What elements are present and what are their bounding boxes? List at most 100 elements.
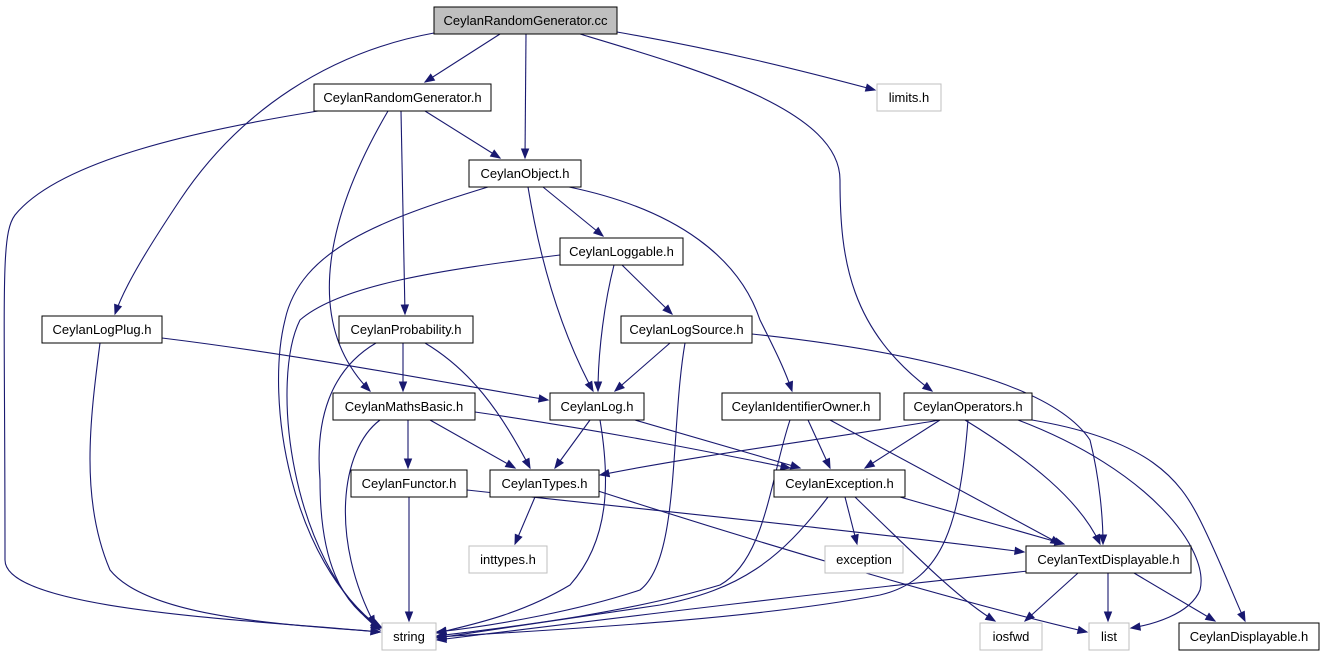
- arrowhead: [1103, 611, 1113, 623]
- arrowhead: [521, 457, 531, 470]
- arrowhead: [1129, 622, 1142, 631]
- node-box: [489, 469, 600, 498]
- node-box: [824, 545, 904, 574]
- edge-exc-to-iosfwd: [854, 496, 997, 622]
- arrowhead: [863, 459, 876, 469]
- node-loggable[interactable]: CeylanLoggable.h: [559, 237, 684, 266]
- node-label: inttypes.h: [480, 552, 536, 567]
- edge-ops-to-types: [598, 419, 941, 478]
- node-obj[interactable]: CeylanObject.h: [468, 159, 582, 188]
- node-box: [468, 159, 582, 188]
- node-root: CeylanRandomGenerator.cc: [433, 6, 618, 35]
- edge-textdisp-to-disp: [1133, 572, 1217, 622]
- node-log[interactable]: CeylanLog.h: [549, 392, 645, 421]
- edge-rgh-to-obj: [424, 110, 502, 159]
- arrowhead: [554, 457, 565, 470]
- arrowhead: [1098, 534, 1108, 546]
- arrowhead: [489, 149, 502, 159]
- edge-logplug-to-string: [89, 342, 382, 636]
- edge-loggable-to-log: [593, 264, 615, 393]
- node-textdisp[interactable]: CeylanTextDisplayable.h: [1025, 545, 1192, 574]
- node-label: CeylanObject.h: [481, 166, 570, 181]
- node-box: [433, 6, 618, 35]
- node-logsrc[interactable]: CeylanLogSource.h: [620, 315, 753, 344]
- node-exc[interactable]: CeylanException.h: [773, 469, 906, 498]
- edge-line: [1133, 572, 1216, 622]
- node-idown[interactable]: CeylanIdentifierOwner.h: [721, 392, 881, 421]
- edge-line: [751, 333, 1104, 545]
- arrowhead: [598, 468, 611, 478]
- edge-textdisp-to-string: [435, 570, 1029, 644]
- node-label: exception: [836, 552, 892, 567]
- edge-line: [899, 496, 1065, 545]
- node-limits: limits.h: [876, 83, 942, 112]
- node-maths[interactable]: CeylanMathsBasic.h: [332, 392, 476, 421]
- edge-line: [161, 337, 549, 401]
- edge-line: [328, 110, 389, 392]
- edge-line: [400, 110, 406, 315]
- edge-root-to-logplug: [114, 32, 435, 316]
- edge-loggable-to-logsrc: [621, 264, 673, 315]
- node-disp[interactable]: CeylanDisplayable.h: [1178, 622, 1320, 651]
- node-box: [468, 545, 548, 574]
- node-rgh[interactable]: CeylanRandomGenerator.h: [313, 83, 492, 112]
- edge-line: [964, 419, 1101, 545]
- node-layer: CeylanRandomGenerator.ccCeylanRandomGene…: [41, 6, 1320, 651]
- node-ops[interactable]: CeylanOperators.h: [903, 392, 1033, 421]
- arrowhead: [593, 381, 603, 393]
- node-exception: exception: [824, 545, 904, 574]
- edge-line: [286, 254, 561, 631]
- node-string: string: [381, 622, 437, 651]
- edge-line: [277, 186, 489, 629]
- arrowhead: [984, 612, 997, 622]
- node-prob[interactable]: CeylanProbability.h: [338, 315, 474, 344]
- edge-maths-to-functor: [403, 420, 413, 470]
- arrowhead: [921, 381, 934, 392]
- arrowhead: [360, 381, 371, 392]
- edge-line: [89, 342, 381, 633]
- edge-line: [436, 419, 791, 637]
- edge-line: [829, 419, 1061, 545]
- node-label: CeylanException.h: [785, 476, 893, 491]
- arrowhead: [1092, 533, 1101, 546]
- arrowhead: [423, 73, 436, 83]
- edge-obj-to-loggable: [542, 186, 605, 237]
- edge-log-to-exc: [634, 419, 802, 470]
- node-functor[interactable]: CeylanFunctor.h: [350, 469, 468, 498]
- edge-loggable-to-string: [286, 254, 561, 631]
- edge-layer: [3, 31, 1246, 644]
- arrowhead: [370, 626, 382, 636]
- edge-line: [864, 419, 941, 469]
- edge-exc-to-exception: [844, 496, 859, 546]
- node-box: [559, 237, 684, 266]
- node-label: CeylanMathsBasic.h: [345, 399, 464, 414]
- arrowhead: [864, 83, 877, 92]
- edge-line: [597, 264, 615, 392]
- node-logplug[interactable]: CeylanLogPlug.h: [41, 315, 163, 344]
- edge-line: [1031, 419, 1246, 622]
- edge-logsrc-to-textdisp: [751, 333, 1108, 546]
- edge-line: [474, 411, 791, 469]
- edge-idown-to-string: [435, 419, 791, 640]
- edge-maths-to-string: [344, 419, 381, 627]
- node-box: [1088, 622, 1130, 651]
- arrowhead: [520, 148, 530, 160]
- edge-textdisp-to-list: [1103, 573, 1113, 623]
- node-types[interactable]: CeylanTypes.h: [489, 469, 600, 498]
- edge-line: [436, 342, 686, 633]
- node-label: CeylanIdentifierOwner.h: [732, 399, 871, 414]
- node-list: list: [1088, 622, 1130, 651]
- node-box: [1178, 622, 1320, 651]
- node-label: CeylanRandomGenerator.h: [323, 90, 481, 105]
- node-label: CeylanOperators.h: [913, 399, 1022, 414]
- node-box: [903, 392, 1033, 421]
- edge-line: [1017, 419, 1202, 629]
- node-box: [620, 315, 753, 344]
- arrowhead: [1053, 537, 1066, 546]
- node-label: CeylanProbability.h: [350, 322, 461, 337]
- arrowhead: [613, 381, 625, 392]
- arrowhead: [400, 304, 410, 316]
- edge-line: [424, 342, 531, 469]
- node-label: list: [1101, 629, 1117, 644]
- edge-textdisp-to-iosfwd: [1023, 572, 1079, 622]
